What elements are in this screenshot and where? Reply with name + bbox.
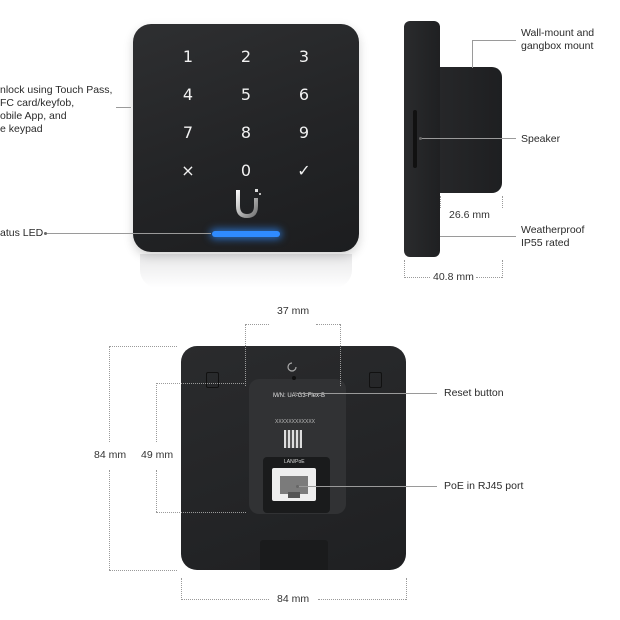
height-tick-bottom — [109, 570, 177, 571]
key-cancel: × — [181, 161, 195, 180]
width-line-right — [318, 599, 406, 600]
speaker-label: Speaker — [521, 133, 561, 145]
front-reflection — [140, 254, 352, 288]
side-view-mount-body — [440, 67, 502, 193]
mount-slot-right — [369, 372, 382, 388]
rj45-port — [272, 468, 316, 501]
mount-slot-left — [206, 372, 219, 388]
weatherproof-leader-line — [440, 236, 516, 237]
key-7: 7 — [182, 123, 194, 142]
reset-leader-line — [295, 393, 437, 394]
speaker-grille — [413, 110, 417, 168]
body-depth-tick-left — [440, 196, 441, 208]
plate-width-line-left — [245, 324, 269, 325]
unlock-methods-label-line-3: obile App, and — [0, 110, 67, 122]
total-depth-line-right — [476, 277, 502, 278]
plate-width-tick-right — [340, 324, 341, 386]
key-8: 8 — [240, 123, 252, 142]
reset-button-label: Reset button — [444, 387, 504, 399]
key-1: 1 — [182, 47, 194, 66]
wall-mount-leader-line — [472, 40, 516, 41]
key-4: 4 — [182, 85, 194, 104]
serial-text: XXXXXXXXXXXX — [275, 419, 316, 425]
total-depth-tick-right — [502, 260, 503, 278]
wall-mount-leader-drop — [472, 40, 473, 68]
plate-width-tick-left — [245, 324, 246, 386]
key-5: 5 — [240, 85, 252, 104]
ubiquiti-logo-icon — [236, 189, 261, 218]
side-view-faceplate — [404, 21, 440, 257]
key-confirm: ✓ — [297, 161, 311, 180]
plate-height-tick-bottom — [156, 512, 246, 513]
unlock-methods-label-line-2: FC card/keyfob, — [0, 97, 75, 109]
body-depth-dimension: 26.6 mm — [449, 209, 490, 221]
model-text: M/N: UA-G3-Flex-B — [273, 393, 326, 399]
key-0: 0 — [240, 161, 252, 180]
speaker-leader-dot — [419, 137, 422, 140]
height-dimension: 84 mm — [94, 449, 127, 461]
plate-height-tick-top — [156, 383, 246, 384]
qr-code — [284, 430, 302, 448]
width-tick-right — [406, 578, 407, 600]
total-depth-tick-left — [404, 260, 405, 278]
total-depth-line-left — [404, 277, 430, 278]
unlock-methods-label-line-4: e keypad — [0, 123, 43, 135]
weatherproof-label-line-1: Weatherproof — [521, 224, 585, 236]
status-led-leader-dot — [44, 232, 47, 235]
total-depth-dimension: 40.8 mm — [433, 271, 474, 283]
status-led-leader-line — [45, 233, 211, 234]
width-line-left — [181, 599, 269, 600]
plate-height-dimension: 49 mm — [141, 449, 174, 461]
wall-mount-label-line-1: Wall-mount and — [521, 27, 595, 39]
weatherproof-label-line-2: IP55 rated — [521, 237, 570, 249]
speaker-leader-line — [420, 138, 516, 139]
reset-leader-dot — [294, 392, 297, 395]
bottom-cable-notch — [260, 540, 328, 570]
port-label: LAN/PoE — [284, 459, 305, 465]
key-3: 3 — [298, 47, 310, 66]
poe-leader-dot — [296, 485, 299, 488]
key-6: 6 — [298, 85, 310, 104]
height-tick-top — [109, 346, 177, 347]
height-line-bottom — [109, 470, 110, 570]
reset-button — [292, 376, 296, 380]
reset-button-icon — [287, 362, 297, 372]
status-led-label: atus LED — [0, 227, 44, 239]
status-led — [212, 231, 280, 237]
key-9: 9 — [298, 123, 310, 142]
wall-mount-label-line-2: gangbox mount — [521, 40, 594, 52]
width-dimension: 84 mm — [277, 593, 310, 605]
height-line-top — [109, 346, 110, 442]
unlock-methods-label-line-1: nlock using Touch Pass, — [0, 84, 113, 96]
plate-height-line-top — [156, 383, 157, 442]
plate-width-line-right — [316, 324, 340, 325]
key-2: 2 — [240, 47, 252, 66]
poe-leader-line — [297, 486, 437, 487]
body-depth-tick-right — [502, 196, 503, 208]
poe-port-label: PoE in RJ45 port — [444, 480, 524, 492]
unlock-leader-line — [116, 107, 131, 108]
width-tick-left — [181, 578, 182, 600]
plate-height-line-bottom — [156, 470, 157, 512]
plate-width-dimension: 37 mm — [277, 305, 310, 317]
